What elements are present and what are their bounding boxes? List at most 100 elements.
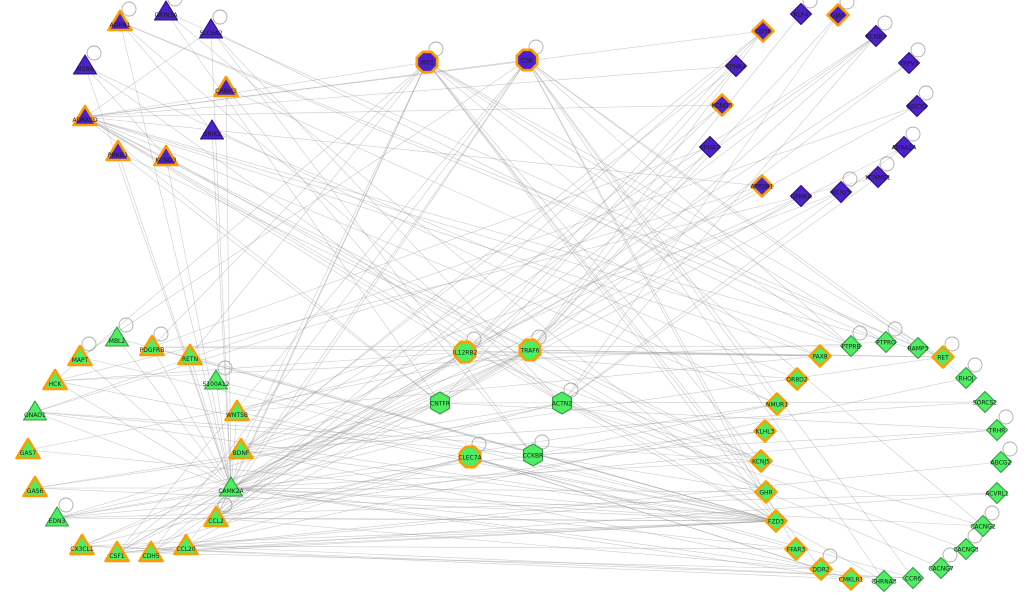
diamond-node-shape (866, 165, 890, 189)
node-PTPRB[interactable]: PTPRB (839, 334, 863, 358)
diamond-node-shape (874, 330, 898, 354)
edge-CAMK2A-MBL2 (116, 337, 232, 489)
edge-KCNJ5-GNAO1 (34, 411, 762, 462)
node-PRKG1[interactable]: PRKG1 (105, 139, 131, 162)
edge-ATP2B1-GNAO1 (34, 185, 763, 413)
triangle-node-shape (199, 119, 225, 140)
self-loop-PDGFRB (153, 326, 169, 342)
node-CCL20[interactable]: CCL20 (173, 533, 199, 556)
node-FFAR3[interactable]: FFAR3 (784, 537, 808, 561)
edge-CLEC7A-CCL20 (185, 456, 471, 547)
node-CLEC7A[interactable]: CLEC7A (458, 445, 483, 469)
edge-TRAF6-CSF1 (116, 349, 531, 554)
edge-IL12RB2-CDH5 (150, 351, 466, 554)
node-CD36[interactable]: CD36 (751, 19, 775, 43)
node-RET[interactable]: RET (931, 345, 955, 369)
node-ADCY2[interactable]: ADCY2 (905, 94, 929, 118)
triangle-node-shape (72, 104, 98, 127)
node-CCR6[interactable]: CCR6 (901, 566, 925, 590)
edge-CLEC7A-FFAR3 (469, 456, 797, 550)
edge-CCR6-CX3CL1 (81, 545, 914, 579)
node-TRAF6[interactable]: TRAF6 (518, 338, 542, 362)
node-CMKLR1[interactable]: CMKLR1 (839, 567, 864, 591)
node-ABCG2[interactable]: ABCG2 (989, 450, 1013, 474)
diamond-node-shape (839, 334, 863, 358)
node-CCKBR[interactable]: CCKBR (523, 443, 544, 467)
node-KCNB1[interactable]: KCNB1 (864, 24, 888, 48)
node-CSK[interactable]: CSK (515, 48, 539, 72)
diamond-node-shape (989, 450, 1013, 474)
node-TRHR[interactable]: TRHR (985, 418, 1009, 442)
edge-CAMK2A-EDN3 (56, 487, 232, 519)
node-CAMK2A[interactable]: CAMK2A (218, 476, 245, 497)
edge-CNTFR-SORCS2 (439, 401, 986, 404)
node-CHRNA3[interactable]: CHRNA3 (871, 569, 897, 593)
edge-KLHL3-CCL2 (215, 430, 766, 519)
edge-CNTFR-BDNF (240, 402, 441, 451)
node-KCNMB1[interactable]: KCNMB1 (865, 165, 891, 189)
node-OR8D2[interactable]: OR8D2 (785, 367, 809, 391)
node-HCK[interactable]: HCK (42, 368, 68, 391)
node-WNT5B[interactable]: WNT5B (224, 399, 250, 422)
node-RAMP3[interactable]: RAMP3 (906, 336, 930, 360)
node-MSRA[interactable]: MSRA (72, 54, 98, 75)
node-PAX8[interactable]: PAX8 (808, 344, 832, 368)
triangle-node-shape (138, 540, 164, 563)
edge-ACTN2-MSRA (84, 65, 563, 404)
node-GNAO1[interactable]: GNAO1 (22, 400, 48, 421)
node-GJA5[interactable]: GJA5 (826, 3, 850, 27)
diamond-node-shape (724, 54, 748, 78)
node-PTPRO[interactable]: PTPRO (874, 330, 898, 354)
self-loops-layer (58, 0, 1018, 564)
node-NMUR1[interactable]: NMUR1 (765, 392, 789, 416)
node-IL12RB2[interactable]: IL12RB2 (453, 340, 478, 364)
node-MAPT[interactable]: MAPT (67, 344, 93, 367)
edge-CAMK2A-FFAR3 (230, 487, 797, 550)
edge-CNTFR-EPHA4 (439, 65, 737, 404)
diamond-node-shape (751, 19, 775, 43)
node-RHOJ[interactable]: RHOJ (954, 366, 978, 390)
diamond-node-shape (954, 366, 978, 390)
self-loop-ADCY2 (918, 85, 934, 101)
self-loop-PTPRB (852, 325, 868, 341)
node-GRIK2[interactable]: GRIK2 (199, 119, 225, 140)
diamond-node-shape (839, 567, 863, 591)
edge-CCKBR-NMUR1 (532, 403, 778, 456)
node-ADRB1[interactable]: ADRB1 (107, 9, 133, 32)
node-KCNJ5[interactable]: KCNJ5 (749, 449, 773, 473)
edge-ACTN2-ADRB1 (119, 21, 563, 404)
edge-FZD3-S100A12 (215, 380, 777, 522)
node-IRS1[interactable]: IRS1 (415, 50, 439, 74)
node-MBL2[interactable]: MBL2 (104, 326, 130, 347)
node-DDR2[interactable]: DDR2 (809, 557, 833, 581)
node-ACVRL1[interactable]: ACVRL1 (985, 481, 1009, 505)
diamond-node-shape (765, 392, 789, 416)
edge-CCKBR-SLC6A2 (210, 29, 534, 456)
edge-FZD3-IRS1 (426, 61, 777, 522)
node-KLF4[interactable]: KLF4 (789, 2, 813, 26)
node-TRPV1[interactable]: TRPV1 (897, 51, 921, 75)
triangle-node-shape (104, 326, 130, 347)
hexagon-node-shape (429, 391, 451, 415)
self-loop-MSRA (86, 45, 102, 61)
edge-TRPV1-CCL2 (215, 62, 910, 519)
diamond-node-shape (971, 514, 995, 538)
self-loop-RET (944, 336, 960, 352)
node-SORCS2[interactable]: SORCS2 (973, 390, 997, 414)
node-CACNG7[interactable]: CACNG7 (928, 556, 954, 580)
node-ADRA2A[interactable]: ADRA2A (892, 135, 918, 159)
triangle-node-shape (104, 540, 130, 563)
triangle-node-shape (72, 54, 98, 75)
edge-TRAF6-CD36 (529, 30, 764, 351)
node-FZD3[interactable]: FZD3 (764, 509, 788, 533)
triangle-node-shape (105, 139, 131, 162)
node-GRIN3A[interactable]: GRIN3A (153, 0, 179, 21)
edge-SLC6A2-PTPRB (210, 29, 852, 347)
diamond-node-shape (872, 569, 896, 593)
node-CX3CL1[interactable]: CX3CL1 (69, 533, 95, 556)
node-KLHL3[interactable]: KLHL3 (753, 419, 777, 443)
diamond-node-shape (973, 390, 997, 414)
edge-FZD3-BDNF (240, 449, 777, 522)
edge-CSK-RHOJ (526, 59, 967, 379)
